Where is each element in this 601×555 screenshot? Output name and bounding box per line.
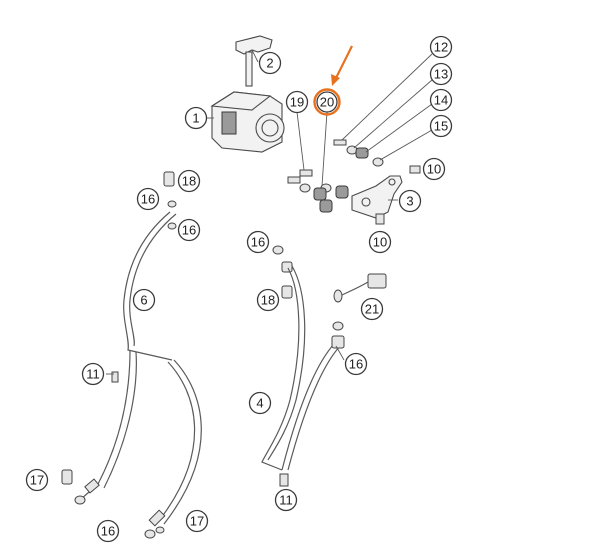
callout-16-right: 16 [344,352,368,376]
svg-text:4: 4 [256,396,263,411]
callout-11-left: 11 [81,362,105,386]
callout-11-bottom: 11 [274,488,298,512]
svg-text:1: 1 [192,111,199,126]
callout-10-right: 10 [422,157,446,181]
callout-10-bottom: 10 [368,230,392,254]
callout-6: 6 [132,288,156,312]
svg-text:11: 11 [86,367,100,382]
svg-text:10: 10 [373,235,387,250]
svg-text:18: 18 [182,174,196,189]
left-upper-fittings [163,171,177,230]
callout-18-center: 18 [256,288,280,312]
hardware-cluster [287,53,433,213]
callout-16-center: 16 [246,230,270,254]
svg-text:14: 14 [434,93,448,108]
callout-20: 20 [313,88,341,116]
svg-text:16: 16 [349,357,363,372]
callout-19: 19 [285,90,309,114]
callout-16-upper-left: 16 [136,187,160,211]
svg-text:3: 3 [406,194,413,209]
part-1-abs-unit [207,91,285,153]
callout-21: 21 [360,297,384,321]
svg-text:21: 21 [365,302,379,317]
callout-16-bottom: 16 [96,519,120,543]
svg-text:17: 17 [30,473,44,488]
svg-text:10: 10 [427,162,441,177]
callout-3: 3 [398,189,422,213]
svg-text:20: 20 [320,95,334,110]
part-3-bracket [351,165,421,225]
svg-text:15: 15 [434,119,448,134]
part-6-brake-line [61,211,202,539]
callout-17-left: 17 [25,468,49,492]
part-2-mount-bracket [235,35,273,87]
part-4-brake-line [261,245,387,487]
svg-text:13: 13 [434,67,448,82]
callout-16-left: 16 [177,218,201,242]
callout-2: 2 [258,51,282,75]
callout-14: 14 [429,88,453,112]
svg-text:2: 2 [266,56,273,71]
svg-text:16: 16 [251,235,265,250]
svg-text:16: 16 [101,524,115,539]
svg-text:19: 19 [290,95,304,110]
callout-15: 15 [429,114,453,138]
callout-1: 1 [184,106,208,130]
callout-17-bottom: 17 [185,509,209,533]
svg-text:16: 16 [141,192,155,207]
callout-13: 13 [429,62,453,86]
svg-text:12: 12 [434,40,448,55]
svg-text:16: 16 [182,223,196,238]
callout-12: 12 [429,35,453,59]
callout-18-left: 18 [177,169,201,193]
highlight-arrow [331,45,353,86]
svg-text:17: 17 [190,514,204,529]
svg-text:6: 6 [140,293,147,308]
svg-text:18: 18 [261,293,275,308]
svg-text:11: 11 [279,493,293,508]
callout-4: 4 [248,391,272,415]
